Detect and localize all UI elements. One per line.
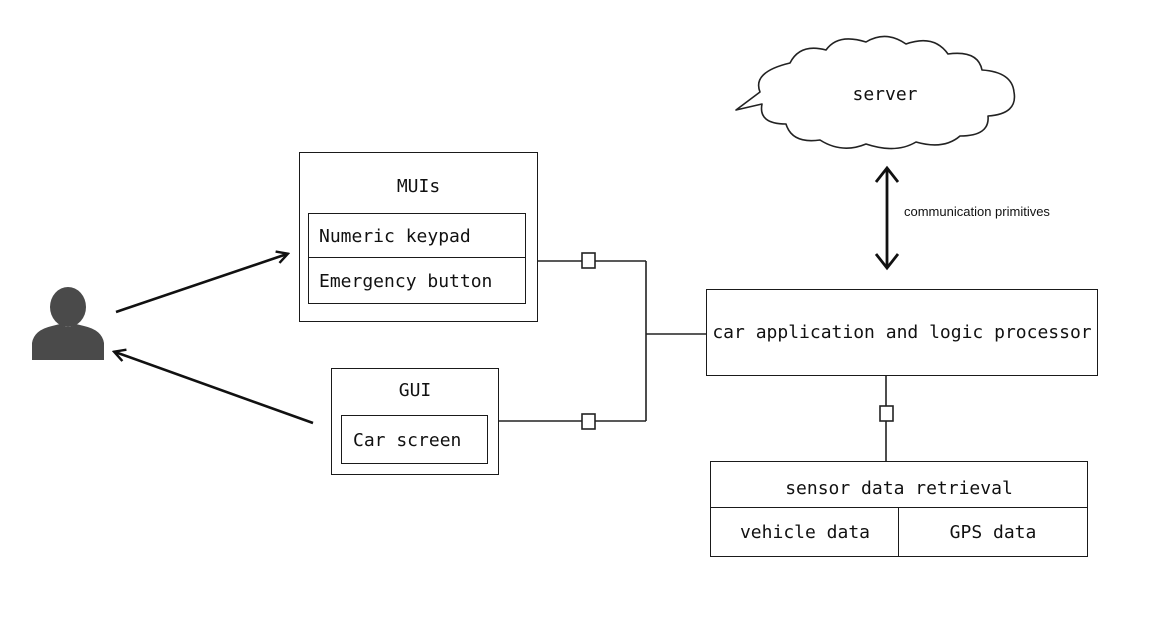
cloud-icon (735, 35, 1016, 150)
vehicle-data-label: vehicle data (739, 522, 871, 543)
connection-label: communication primitives (904, 204, 1050, 219)
arrow-user-to-muis (115, 254, 287, 314)
gui-item-car-screen: Car screen (341, 415, 488, 464)
arrow-server-processor (874, 165, 900, 271)
sensor-item-gps-data: GPS data (898, 507, 1088, 557)
port-gui (581, 413, 596, 430)
sensor-item-vehicle-data: vehicle data (710, 507, 900, 557)
gui-title: GUI (398, 380, 432, 401)
car-screen-label: Car screen (353, 430, 462, 451)
processor-box: car application and logic processor (706, 289, 1098, 376)
user-icon (32, 287, 104, 360)
sensor-title: sensor data retrieval (785, 478, 1013, 499)
muis-title: MUIs (396, 176, 441, 197)
muis-item-numeric-keypad: Numeric keypad (308, 213, 526, 259)
numeric-keypad-label: Numeric keypad (319, 226, 471, 247)
server-label: server (852, 84, 918, 105)
arrow-gui-to-user (115, 352, 314, 425)
port-sensor (879, 405, 894, 422)
processor-label: car application and logic processor (712, 322, 1092, 343)
muis-item-emergency-button: Emergency button (308, 257, 526, 304)
emergency-button-label: Emergency button (319, 271, 493, 292)
gps-data-label: GPS data (949, 522, 1037, 543)
port-muis (581, 252, 596, 269)
